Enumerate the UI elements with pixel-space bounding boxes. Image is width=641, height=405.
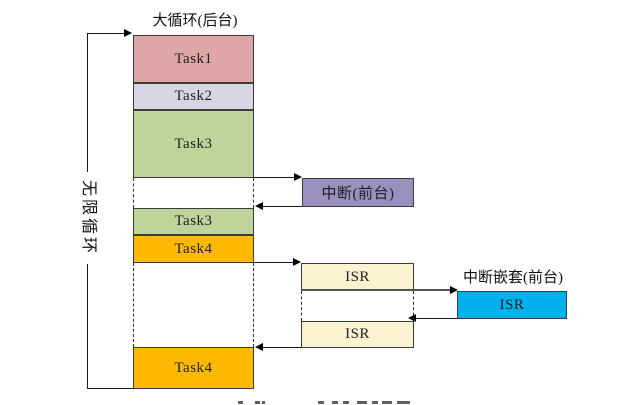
- interrupt-box: 中断(前台): [302, 178, 414, 207]
- nested-return-arrowhead-icon: [408, 314, 416, 322]
- interrupt-entry-arrowhead-icon: [294, 173, 302, 181]
- task3-box: Task3: [133, 110, 254, 178]
- nested-interrupt-title: 中断嵌套(前台): [463, 270, 563, 286]
- task2-label: Task2: [174, 88, 213, 104]
- isr2-box: ISR: [301, 321, 414, 348]
- task1-box: Task1: [133, 35, 254, 83]
- nested-entry-arrowhead-icon: [450, 286, 458, 294]
- interrupt-return-arrowhead-icon: [255, 202, 263, 210]
- task4-box: Task4: [133, 235, 254, 263]
- task4-resume-label: Task4: [174, 359, 213, 376]
- stack-left-dashed-lower: [133, 263, 134, 347]
- task4-label: Task4: [174, 240, 213, 257]
- isr1-box: ISR: [301, 263, 414, 291]
- nested-entry-line: [301, 289, 452, 291]
- nested-isr-box: ISR: [457, 291, 567, 319]
- interrupt-entry-line: [254, 177, 296, 178]
- task3-resume-label: Task3: [174, 213, 213, 229]
- loop-bracket-bottom-line: [87, 388, 133, 389]
- isr1-entry-arrowhead-icon: [293, 258, 301, 266]
- nested-return-line: [415, 318, 457, 319]
- stack-left-dashed-upper: [133, 178, 134, 208]
- isr-left-dashed: [301, 291, 302, 321]
- isr-right-dashed: [413, 291, 414, 321]
- task1-label: Task1: [174, 50, 213, 67]
- task3-resume-box: Task3: [133, 208, 254, 235]
- nested-isr-label: ISR: [499, 296, 525, 313]
- isr1-entry-line: [254, 262, 295, 263]
- interrupt-return-line: [262, 206, 302, 207]
- infinite-loop-label: 无限循环: [79, 172, 97, 264]
- task4-resume-box: Task4: [133, 347, 254, 389]
- isr2-label: ISR: [345, 326, 370, 342]
- stack-right-dashed-upper: [253, 178, 254, 208]
- isr2-return-line: [262, 347, 301, 348]
- isr1-label: ISR: [345, 268, 370, 285]
- task2-box: Task2: [133, 83, 254, 110]
- isr2-return-arrowhead-icon: [255, 343, 263, 351]
- stack-right-dashed-lower: [253, 263, 254, 347]
- big-loop-title: 大循环(后台): [152, 13, 238, 29]
- interrupt-label: 中断(前台): [321, 186, 395, 202]
- loop-arrowhead-icon: [124, 29, 132, 37]
- loop-bracket-top-line: [87, 33, 124, 34]
- task3-label: Task3: [174, 135, 213, 152]
